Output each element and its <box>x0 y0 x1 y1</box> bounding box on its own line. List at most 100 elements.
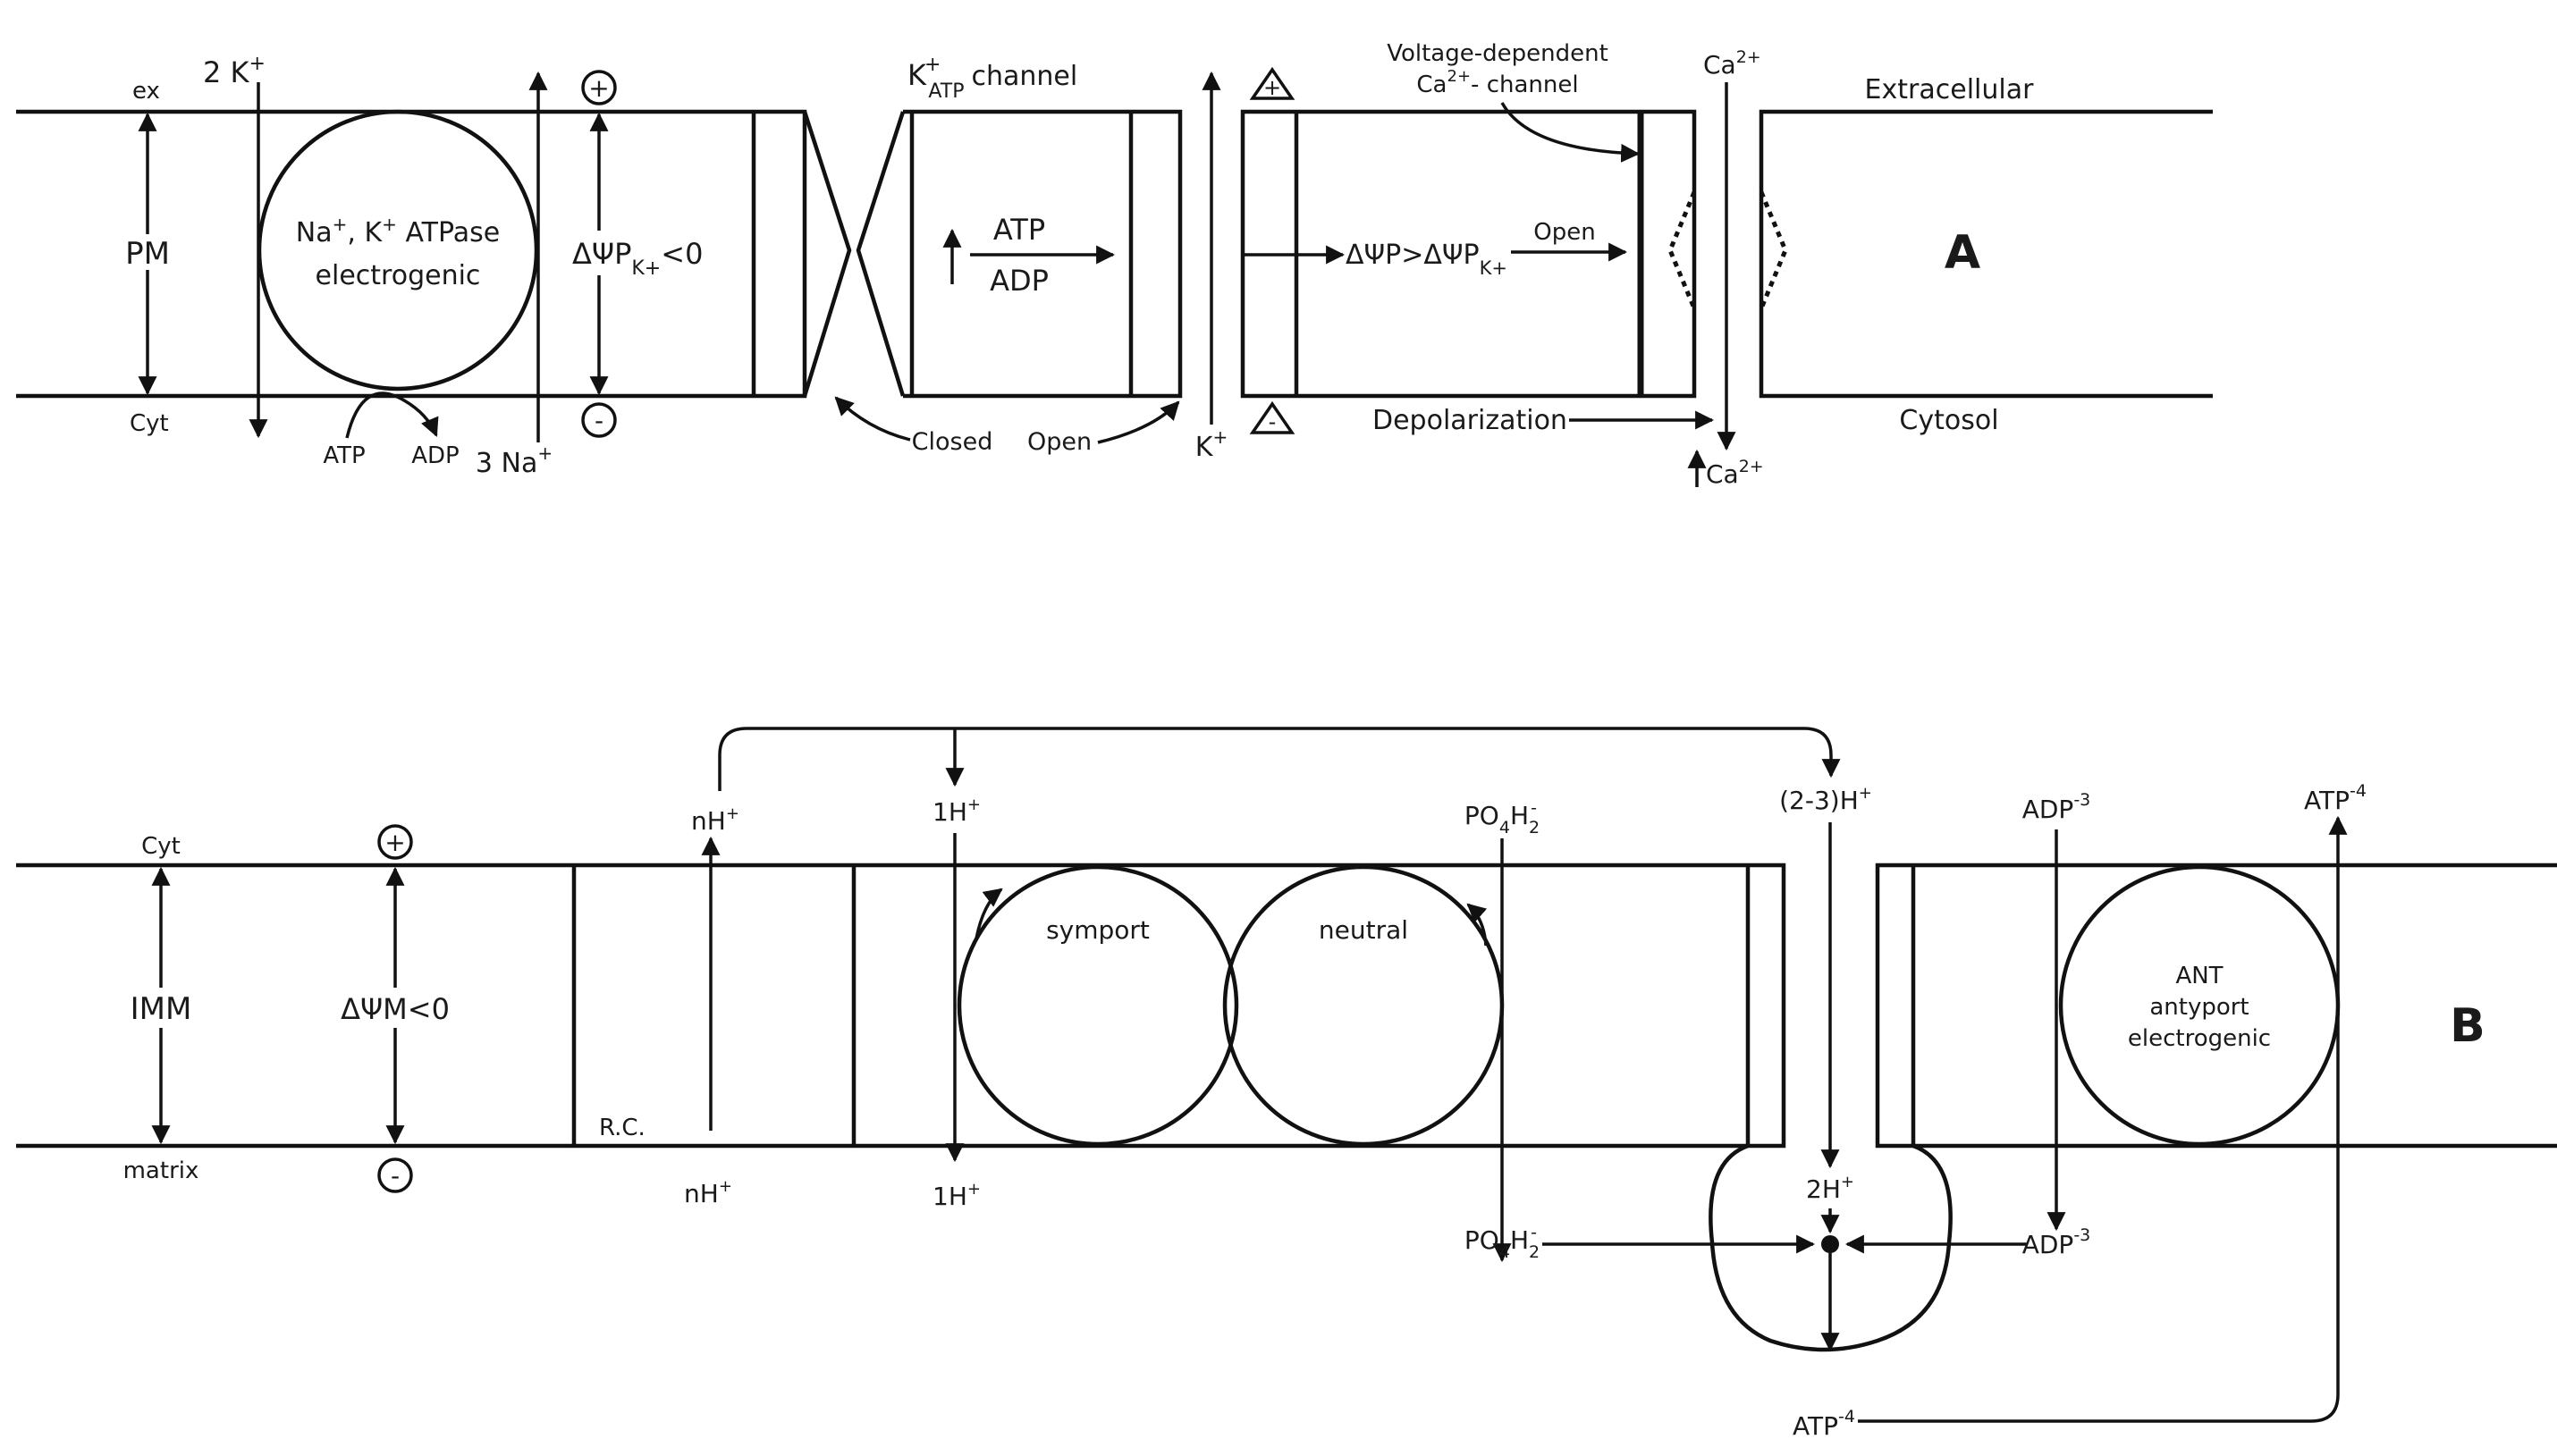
svg-text:3 Na+: 3 Na+ <box>476 442 553 479</box>
k-influx-label: 2 K <box>203 55 250 89</box>
h2-label: 2H <box>1806 1174 1841 1204</box>
na-k-atpase-pump <box>257 109 539 391</box>
membrane-potential-label: ΔΨP <box>572 237 631 271</box>
atp-matrix-label: ATP <box>1793 1411 1838 1441</box>
neutral-label: neutral <box>1319 915 1408 945</box>
closed-label: Closed <box>912 428 993 456</box>
plus-sign-b <box>377 824 413 860</box>
svg-text:ADP-3: ADP-3 <box>2022 790 2091 824</box>
vdc-title-line2: Ca <box>1416 72 1447 98</box>
svg-text:(2-3)H+: (2-3)H+ <box>1779 784 1872 815</box>
h1-cyt-label: 1H <box>933 797 967 827</box>
phosphate-matrix-label: PO <box>1464 1225 1499 1255</box>
membrane-matrix-label: matrix <box>123 1157 199 1184</box>
minus-triangle-a <box>1249 400 1295 434</box>
katp-channel-label: K <box>907 58 927 92</box>
nh-matrix-label: nH <box>684 1179 719 1208</box>
atp-cyt-label: ATP <box>2304 786 2350 815</box>
panel-b-letter: B <box>2450 999 2485 1053</box>
neutral-circle <box>1222 864 1505 1147</box>
nh-cyt-label: nH <box>691 806 726 836</box>
panel-a: ex Cyt PM 2 K+ 3 Na+ Na+, K+ ATPase elec… <box>16 40 2213 489</box>
ca-extracellular-label: Ca <box>1703 50 1736 80</box>
membrane-cyt-label: Cyt <box>130 410 169 437</box>
ant-label: ANT <box>2175 963 2223 989</box>
minus-sign-b <box>377 1157 413 1193</box>
atp-export-path <box>1858 815 2348 1423</box>
katp-adp-label: ADP <box>990 264 1049 298</box>
neutral-rotation-arrow <box>1466 903 1488 947</box>
adp-cyt-label: ADP <box>2022 795 2074 824</box>
svg-text:+: + <box>1263 75 1281 100</box>
svg-text:2H+: 2H+ <box>1806 1173 1854 1204</box>
svg-text:Ca2+: Ca2+ <box>1703 47 1761 80</box>
pm-label: PM <box>125 236 170 272</box>
na-efflux-label: 3 Na <box>476 448 537 479</box>
svg-text:+: + <box>588 73 609 103</box>
svg-text:PO4H2-: PO4H2- <box>1464 1223 1540 1262</box>
svg-text:1H+: 1H+ <box>933 1180 981 1211</box>
panel-b: Cyt matrix IMM + - ΔΨM<0 R.C. nH+ nH+ 1H… <box>16 727 2557 1441</box>
respiratory-chain-label: R.C. <box>599 1115 646 1141</box>
svg-text:Ca2+: Ca2+ <box>1706 457 1764 489</box>
svg-text:-: - <box>391 1161 400 1191</box>
pump-electrogenic-label: electrogenic <box>316 260 481 291</box>
k-efflux-label: K <box>1195 432 1214 463</box>
ant-antyport-label: antyport <box>2149 994 2249 1021</box>
pump-name-label: Na <box>296 217 333 248</box>
svg-text:Na+, K+ ATPase: Na+, K+ ATPase <box>296 214 500 248</box>
svg-text:-: - <box>595 406 603 435</box>
ca-cytosol-label: Ca <box>1706 459 1739 489</box>
h1-matrix-label: 1H <box>933 1182 967 1211</box>
svg-text:K+: K+ <box>1195 426 1228 463</box>
pump-adp-label: ADP <box>411 442 460 469</box>
depolarization-label: Depolarization <box>1372 405 1567 436</box>
depolarized-potential-label: ΔΨP>ΔΨP <box>1346 240 1480 271</box>
svg-text:2 K+: 2 K+ <box>203 53 266 89</box>
svg-text:Ca2+- channel: Ca2+- channel <box>1416 67 1578 98</box>
svg-text:1H+: 1H+ <box>933 795 981 827</box>
symport-rotation-arrow <box>975 888 1003 939</box>
pump-atp-label: ATP <box>323 442 365 469</box>
plus-triangle-a <box>1249 66 1295 100</box>
membrane-ex-label: ex <box>132 78 160 105</box>
symport-circle <box>957 864 1239 1147</box>
imm-potential-label: ΔΨM<0 <box>341 992 450 1026</box>
svg-text:ΔΨPK+<0: ΔΨPK+<0 <box>572 237 703 280</box>
proton-return-loop <box>718 727 1841 791</box>
membrane-cyt-label-b: Cyt <box>141 833 181 860</box>
svg-text:ΔΨP>ΔΨPK+: ΔΨP>ΔΨPK+ <box>1346 240 1507 279</box>
synthase-center-dot <box>1821 1235 1839 1253</box>
svg-text:PO4H2-: PO4H2- <box>1464 798 1540 837</box>
atp-hydrolysis-arrow <box>345 391 439 439</box>
extracellular-label: Extracellular <box>1865 74 2035 105</box>
svg-text:ATP-4: ATP-4 <box>2304 781 2367 815</box>
h23-label: (2-3)H <box>1779 786 1859 815</box>
svg-text:ATP-4: ATP-4 <box>1793 1407 1855 1441</box>
open-label: Open <box>1027 428 1092 456</box>
plus-sign-a <box>581 70 617 105</box>
cytosol-label: Cytosol <box>1899 405 1998 436</box>
svg-text:ADP-3: ADP-3 <box>2022 1225 2091 1259</box>
symport-label: symport <box>1046 915 1150 945</box>
adp-matrix-label: ADP <box>2022 1230 2074 1259</box>
svg-text:-: - <box>1269 409 1277 434</box>
svg-text:+: + <box>384 828 405 857</box>
open-ca-label: Open <box>1533 219 1595 246</box>
phosphate-cyt-label: PO <box>1464 801 1499 830</box>
inner-mitochondrial-membrane <box>16 863 2557 1352</box>
minus-sign-a <box>581 402 617 438</box>
ant-circle <box>2058 864 2341 1147</box>
katp-atp-label: ATP <box>993 213 1045 247</box>
svg-text:nH+: nH+ <box>684 1177 732 1208</box>
panel-a-letter: A <box>1945 226 1980 280</box>
svg-text:nH+: nH+ <box>691 804 739 836</box>
open-arrow <box>1097 400 1180 444</box>
imm-label: IMM <box>131 991 192 1027</box>
plasma-membrane <box>16 109 2213 399</box>
vdc-pointer-arrow <box>1500 102 1641 163</box>
closed-arrow <box>834 396 911 442</box>
vdc-title-line1: Voltage-dependent <box>1387 40 1608 67</box>
